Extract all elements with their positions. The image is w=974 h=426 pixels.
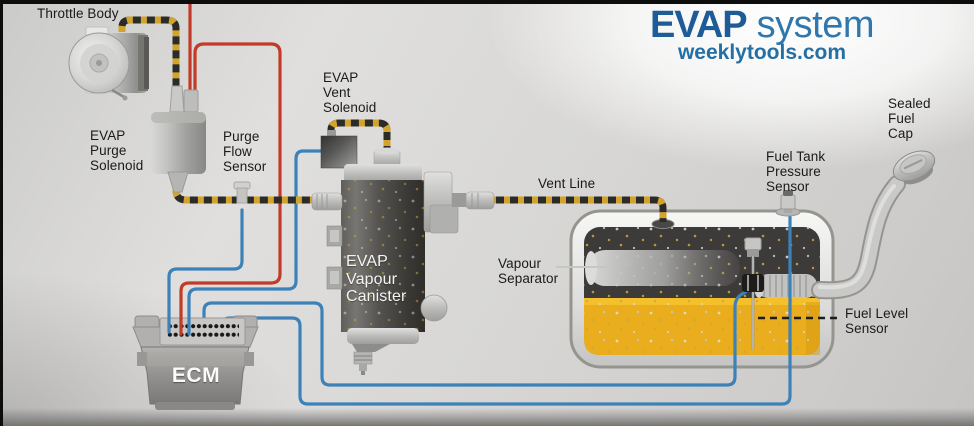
fuel-tank-pressure-sensor (775, 190, 801, 217)
label-vapour-separator: Vapour Separator (498, 256, 559, 286)
label-fuel-level-sensor: Fuel Level Sensor (845, 306, 909, 336)
top-border (0, 0, 974, 4)
label-sealed-fuel-cap: Sealed Fuel Cap (888, 96, 931, 141)
title-brand: EVAP (649, 4, 748, 46)
vent-solenoid-hose (327, 119, 391, 164)
page-title: EVAP system (646, 4, 878, 47)
fuel-level-sensor (742, 237, 764, 350)
label-ecm: ECM (171, 364, 221, 387)
label-evap-purge-solenoid: EVAP Purge Solenoid (90, 128, 144, 173)
label-evap-vapour-canister: EVAP Vapour Canister (346, 253, 407, 305)
filler-neck (811, 175, 906, 300)
ecm-module (132, 315, 259, 410)
left-border (0, 0, 3, 426)
purge-solenoid-wire-ecm (179, 42, 282, 336)
label-throttle-body: Throttle Body (37, 6, 119, 21)
throttle-body (68, 26, 149, 101)
purge-to-canister-hose (172, 189, 320, 204)
purge-flow-sensor (233, 181, 251, 204)
title-suffix: system (746, 4, 875, 46)
fuel-level-sensor-wire (202, 287, 751, 387)
hoses (118, 16, 667, 222)
evap-vapour-canister (311, 147, 495, 375)
purge-flow-sensor-wire (167, 208, 244, 334)
throttle-to-purge-hose (118, 16, 180, 90)
label-vent-line: Vent Line (538, 176, 596, 191)
website-text: weeklytools.com (677, 41, 847, 64)
control-wires (167, 2, 325, 336)
sealed-fuel-cap (892, 150, 936, 185)
label-evap-vent-solenoid: EVAP Vent Solenoid (323, 70, 377, 115)
label-purge-flow-sensor: Purge Flow Sensor (223, 129, 267, 174)
evap-purge-solenoid (151, 85, 206, 193)
fuel-tank (569, 209, 835, 369)
evap-vent-solenoid (320, 130, 358, 169)
vent-solenoid-wire (187, 149, 325, 336)
vent-line-hose (490, 196, 667, 222)
label-fuel-tank-pressure-sensor: Fuel Tank Pressure Sensor (766, 149, 826, 194)
